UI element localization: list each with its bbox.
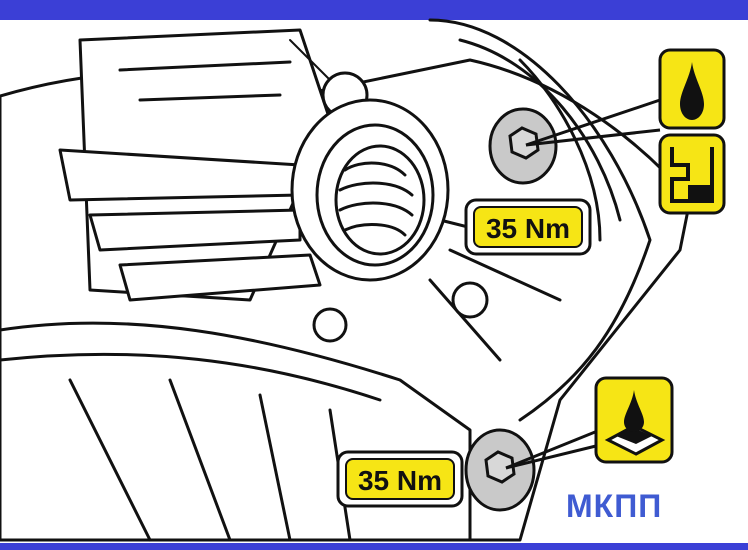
torque-value-lower: 35 Nm	[358, 465, 442, 496]
top-color-band	[0, 0, 748, 20]
oil-drop-icon	[658, 48, 726, 130]
torque-label-lower: 35 Nm	[336, 450, 464, 508]
gearbox-caption: МКПП	[566, 488, 663, 524]
output-shaft-seal	[290, 98, 450, 282]
radial-rib	[88, 208, 302, 252]
torque-label-upper: 35 Nm	[464, 198, 592, 256]
radial-rib	[118, 253, 322, 302]
sealant-drop-icon	[594, 376, 674, 464]
upper-bolt	[488, 107, 558, 185]
fluid-level-icon	[658, 133, 726, 215]
mount-boss	[451, 281, 489, 319]
mount-boss	[312, 307, 348, 343]
bottom-color-band	[0, 543, 748, 550]
torque-value-upper: 35 Nm	[486, 213, 570, 244]
lower-bolt	[464, 428, 536, 512]
leader-lines	[505, 98, 661, 470]
